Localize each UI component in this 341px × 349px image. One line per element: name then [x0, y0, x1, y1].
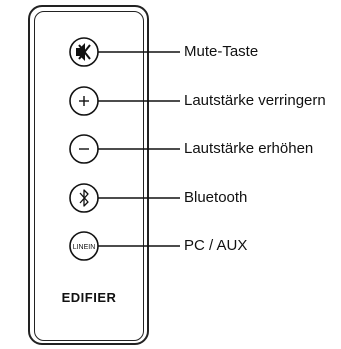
bluetooth-button[interactable] [69, 183, 99, 213]
mute-label: Mute-Taste [184, 43, 259, 60]
plus-button[interactable] [69, 86, 99, 116]
volume-plus-label: Lautstärke verringern [184, 92, 326, 109]
line-in-icon: LINEIN [73, 244, 96, 251]
remote-outer-frame [28, 5, 149, 345]
line-in-button[interactable]: LINEIN [69, 231, 99, 261]
remote-body [34, 11, 144, 341]
volume-minus-label: Lautstärke erhöhen [184, 140, 314, 157]
mute-icon [76, 43, 91, 61]
bluetooth-label: Bluetooth [184, 189, 248, 206]
mute-button[interactable] [69, 37, 99, 67]
bluetooth-icon [79, 189, 89, 207]
brand-logo: EDIFIER [61, 290, 117, 305]
pc-aux-label: PC / AUX [184, 237, 248, 254]
minus-button[interactable] [69, 134, 99, 164]
plus-icon [79, 96, 89, 106]
